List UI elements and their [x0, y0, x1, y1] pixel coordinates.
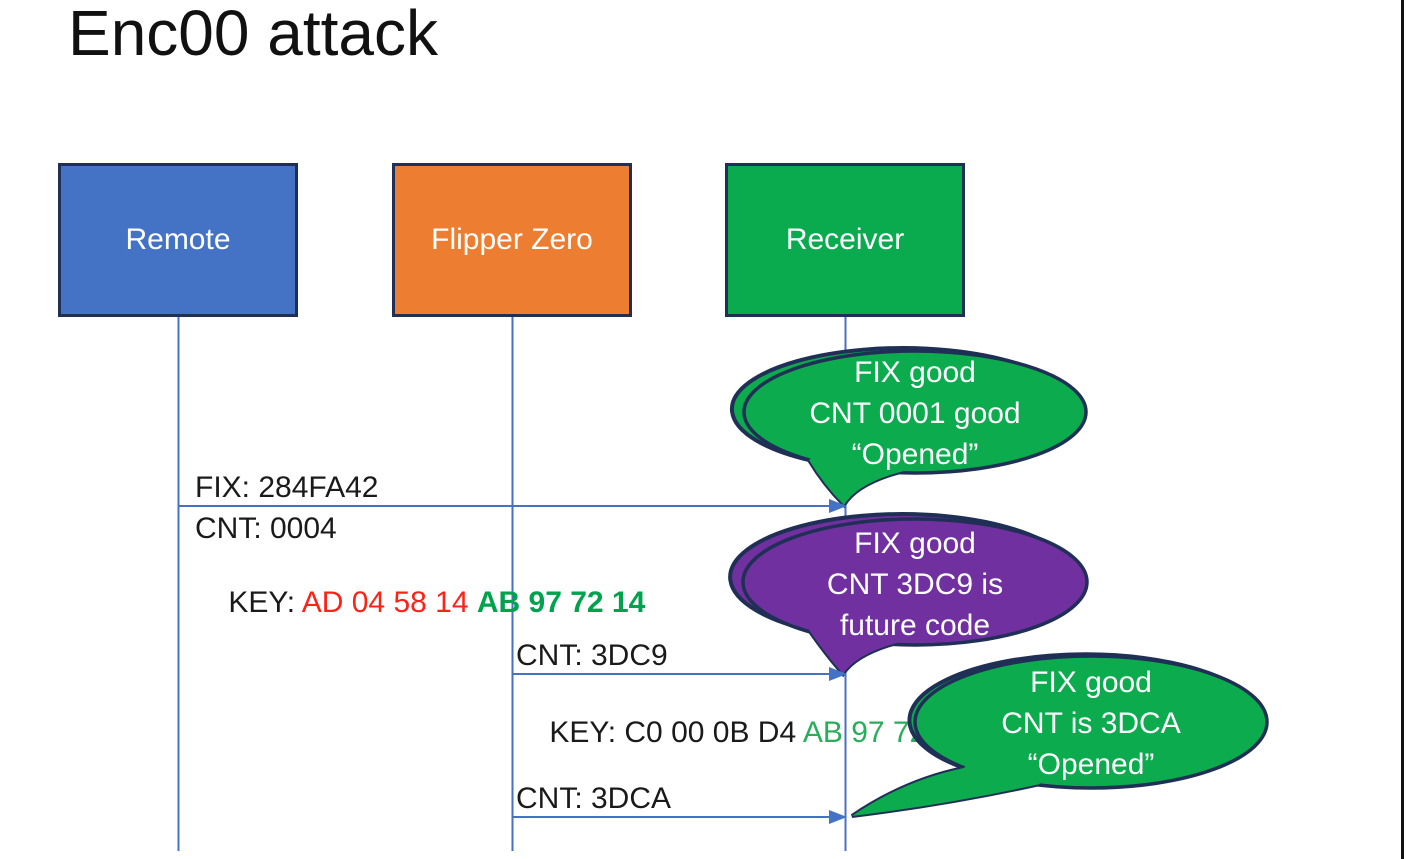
actor-box-flipper-zero: Flipper Zero — [392, 163, 632, 317]
message1-key-attacker-bytes: AD 04 58 14 — [301, 586, 477, 619]
bubble3-text: FIX good CNT is 3DCA “Opened” — [928, 658, 1254, 788]
bubble2-line3: future code — [839, 608, 991, 642]
message2-key-label: KEY: C0 00 0B D4 AB 97 72 14 — [516, 679, 968, 787]
message3-cnt-label: CNT: 3DCA — [516, 782, 672, 815]
message2-cnt-label: CNT: 3DC9 — [516, 639, 668, 672]
actor-label-flipper-zero: Flipper Zero — [431, 223, 593, 256]
bubble3-line3: “Opened” — [1027, 747, 1155, 781]
bubble1-line2: CNT 0001 good — [809, 396, 1021, 430]
message1-arrowhead-icon — [829, 499, 847, 513]
actor-box-remote: Remote — [58, 163, 298, 317]
message3-key-label: KEY: C0 02 8A 33 AB 97 72 14 — [516, 821, 961, 859]
bubble2-line1: FIX good — [854, 526, 976, 560]
bubble1-text: FIX good CNT 0001 good “Opened” — [755, 354, 1075, 472]
bubble3-line1: FIX good — [1030, 665, 1152, 699]
bubble2-text: FIX good CNT 3DC9 is future code — [755, 521, 1075, 647]
message1-cnt-label: CNT: 0004 — [195, 512, 337, 545]
bubble1-line1: FIX good — [854, 355, 976, 389]
message2-key-prefix: KEY: — [549, 716, 625, 749]
slide-right-edge — [1401, 0, 1404, 859]
message2-key-counter-bytes: C0 00 0B D4 — [624, 716, 803, 749]
message1-key-prefix: KEY: — [228, 586, 302, 619]
message1-fix-label: FIX: 284FA42 — [195, 471, 379, 504]
actor-box-receiver: Receiver — [725, 163, 965, 317]
actor-label-receiver: Receiver — [785, 223, 905, 256]
bubble1-line3: “Opened” — [851, 437, 979, 471]
message1-key-label: KEY: AD 04 58 14 AB 97 72 14 — [195, 549, 645, 657]
bubble3-line2: CNT is 3DCA — [1001, 706, 1181, 740]
page-title: Enc00 attack — [68, 0, 438, 69]
message1-key-fixed-bytes: AB 97 72 14 — [476, 586, 646, 619]
actor-label-remote: Remote — [125, 223, 231, 256]
bubble2-line2: CNT 3DC9 is — [826, 567, 1004, 601]
